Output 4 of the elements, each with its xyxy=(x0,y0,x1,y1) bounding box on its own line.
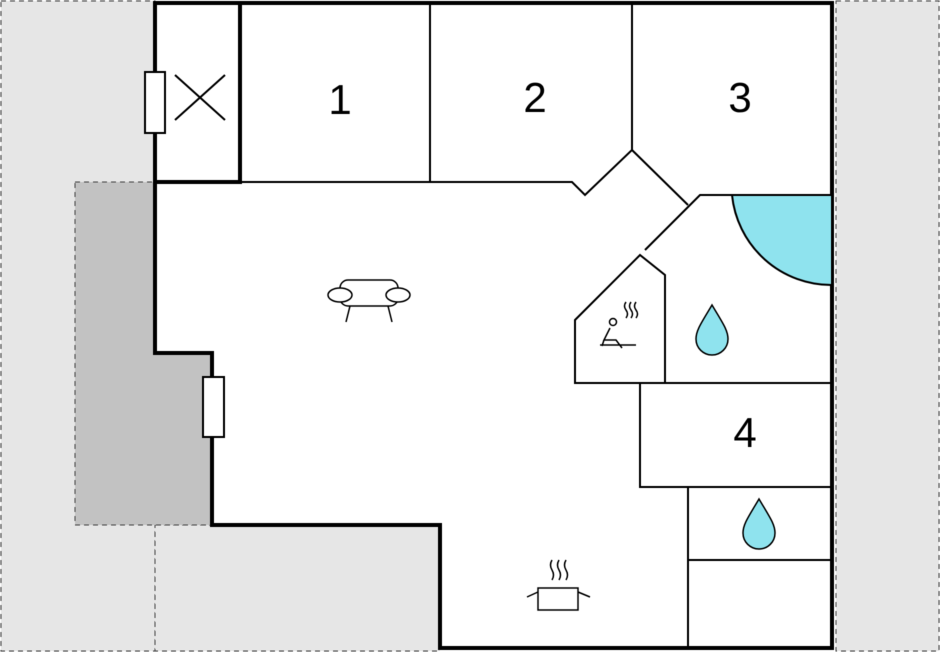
room-number: 4 xyxy=(733,412,757,454)
room-number: 1 xyxy=(328,79,352,121)
room-number: 3 xyxy=(728,77,752,119)
room-number: 2 xyxy=(523,77,547,119)
